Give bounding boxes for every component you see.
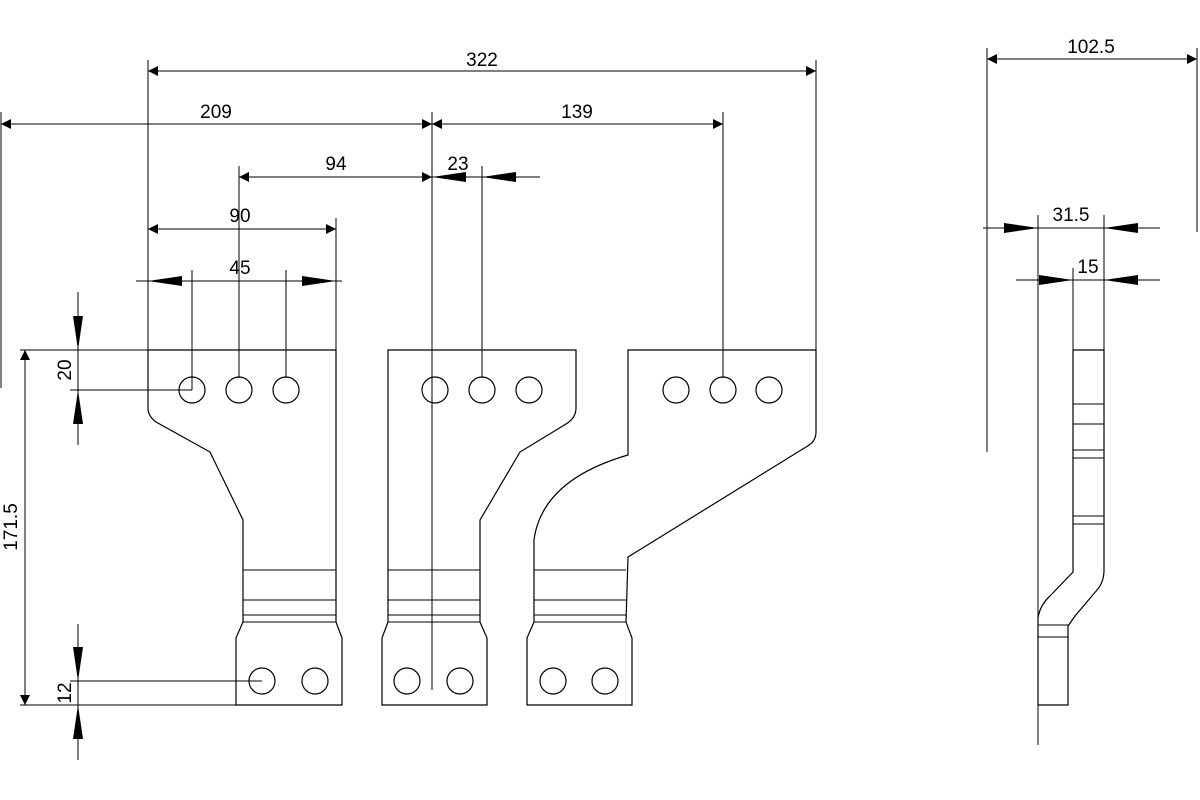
arrowhead — [302, 276, 336, 286]
bolt-hole — [662, 376, 690, 404]
extension-lines — [0, 48, 1198, 745]
dimension-label-15: 15 — [1077, 257, 1098, 278]
side-view-outline — [1037, 349, 1105, 706]
bracket-right — [526, 349, 817, 706]
arrowhead — [1104, 223, 1138, 233]
dimension-label-171-5: 171.5 — [1, 503, 22, 551]
bolt-hole — [225, 376, 253, 404]
bolt-hole — [515, 376, 543, 404]
bracket-left — [147, 349, 343, 706]
bolt-hole — [468, 376, 496, 404]
arrowhead — [1004, 223, 1038, 233]
dimension-label-45: 45 — [229, 258, 250, 279]
arrowhead — [73, 390, 83, 424]
bolt-hole — [709, 376, 737, 404]
dimension-label-31-5: 31.5 — [1053, 205, 1090, 226]
dimension-labels: 322 209 139 94 23 90 45 20 171.5 12 102.… — [1, 37, 1115, 704]
bolt-hole — [421, 376, 449, 404]
dimension-label-102-5: 102.5 — [1067, 37, 1115, 58]
arrowhead — [73, 705, 83, 739]
side-view — [1037, 349, 1105, 706]
bolt-hole — [272, 376, 300, 404]
dimension-label-20: 20 — [55, 359, 76, 380]
bolt-hole — [539, 667, 567, 695]
dimension-lines — [1, 54, 1197, 760]
dimension-label-322: 322 — [466, 50, 498, 71]
bolt-hole — [301, 667, 329, 695]
bolt-hole — [446, 667, 474, 695]
arrowhead — [1104, 275, 1138, 285]
bracket-right-outline — [526, 349, 817, 706]
dimension-label-94: 94 — [325, 154, 347, 175]
dimension-label-90: 90 — [229, 206, 250, 227]
arrowhead — [432, 172, 466, 182]
arrowhead — [73, 316, 83, 350]
bolt-hole — [393, 667, 421, 695]
dimension-label-23: 23 — [447, 154, 468, 175]
bracket-left-outline — [147, 349, 343, 706]
dimension-label-209: 209 — [200, 102, 232, 123]
arrowhead — [1039, 275, 1073, 285]
bolt-hole — [591, 667, 619, 695]
arrowhead — [482, 172, 516, 182]
bolt-hole — [755, 376, 783, 404]
dimension-label-139: 139 — [561, 102, 593, 123]
bracket-middle — [381, 349, 577, 706]
arrowhead — [73, 647, 83, 681]
arrowhead — [148, 276, 182, 286]
dimension-label-12: 12 — [55, 682, 76, 703]
bracket-middle-outline — [381, 349, 577, 706]
